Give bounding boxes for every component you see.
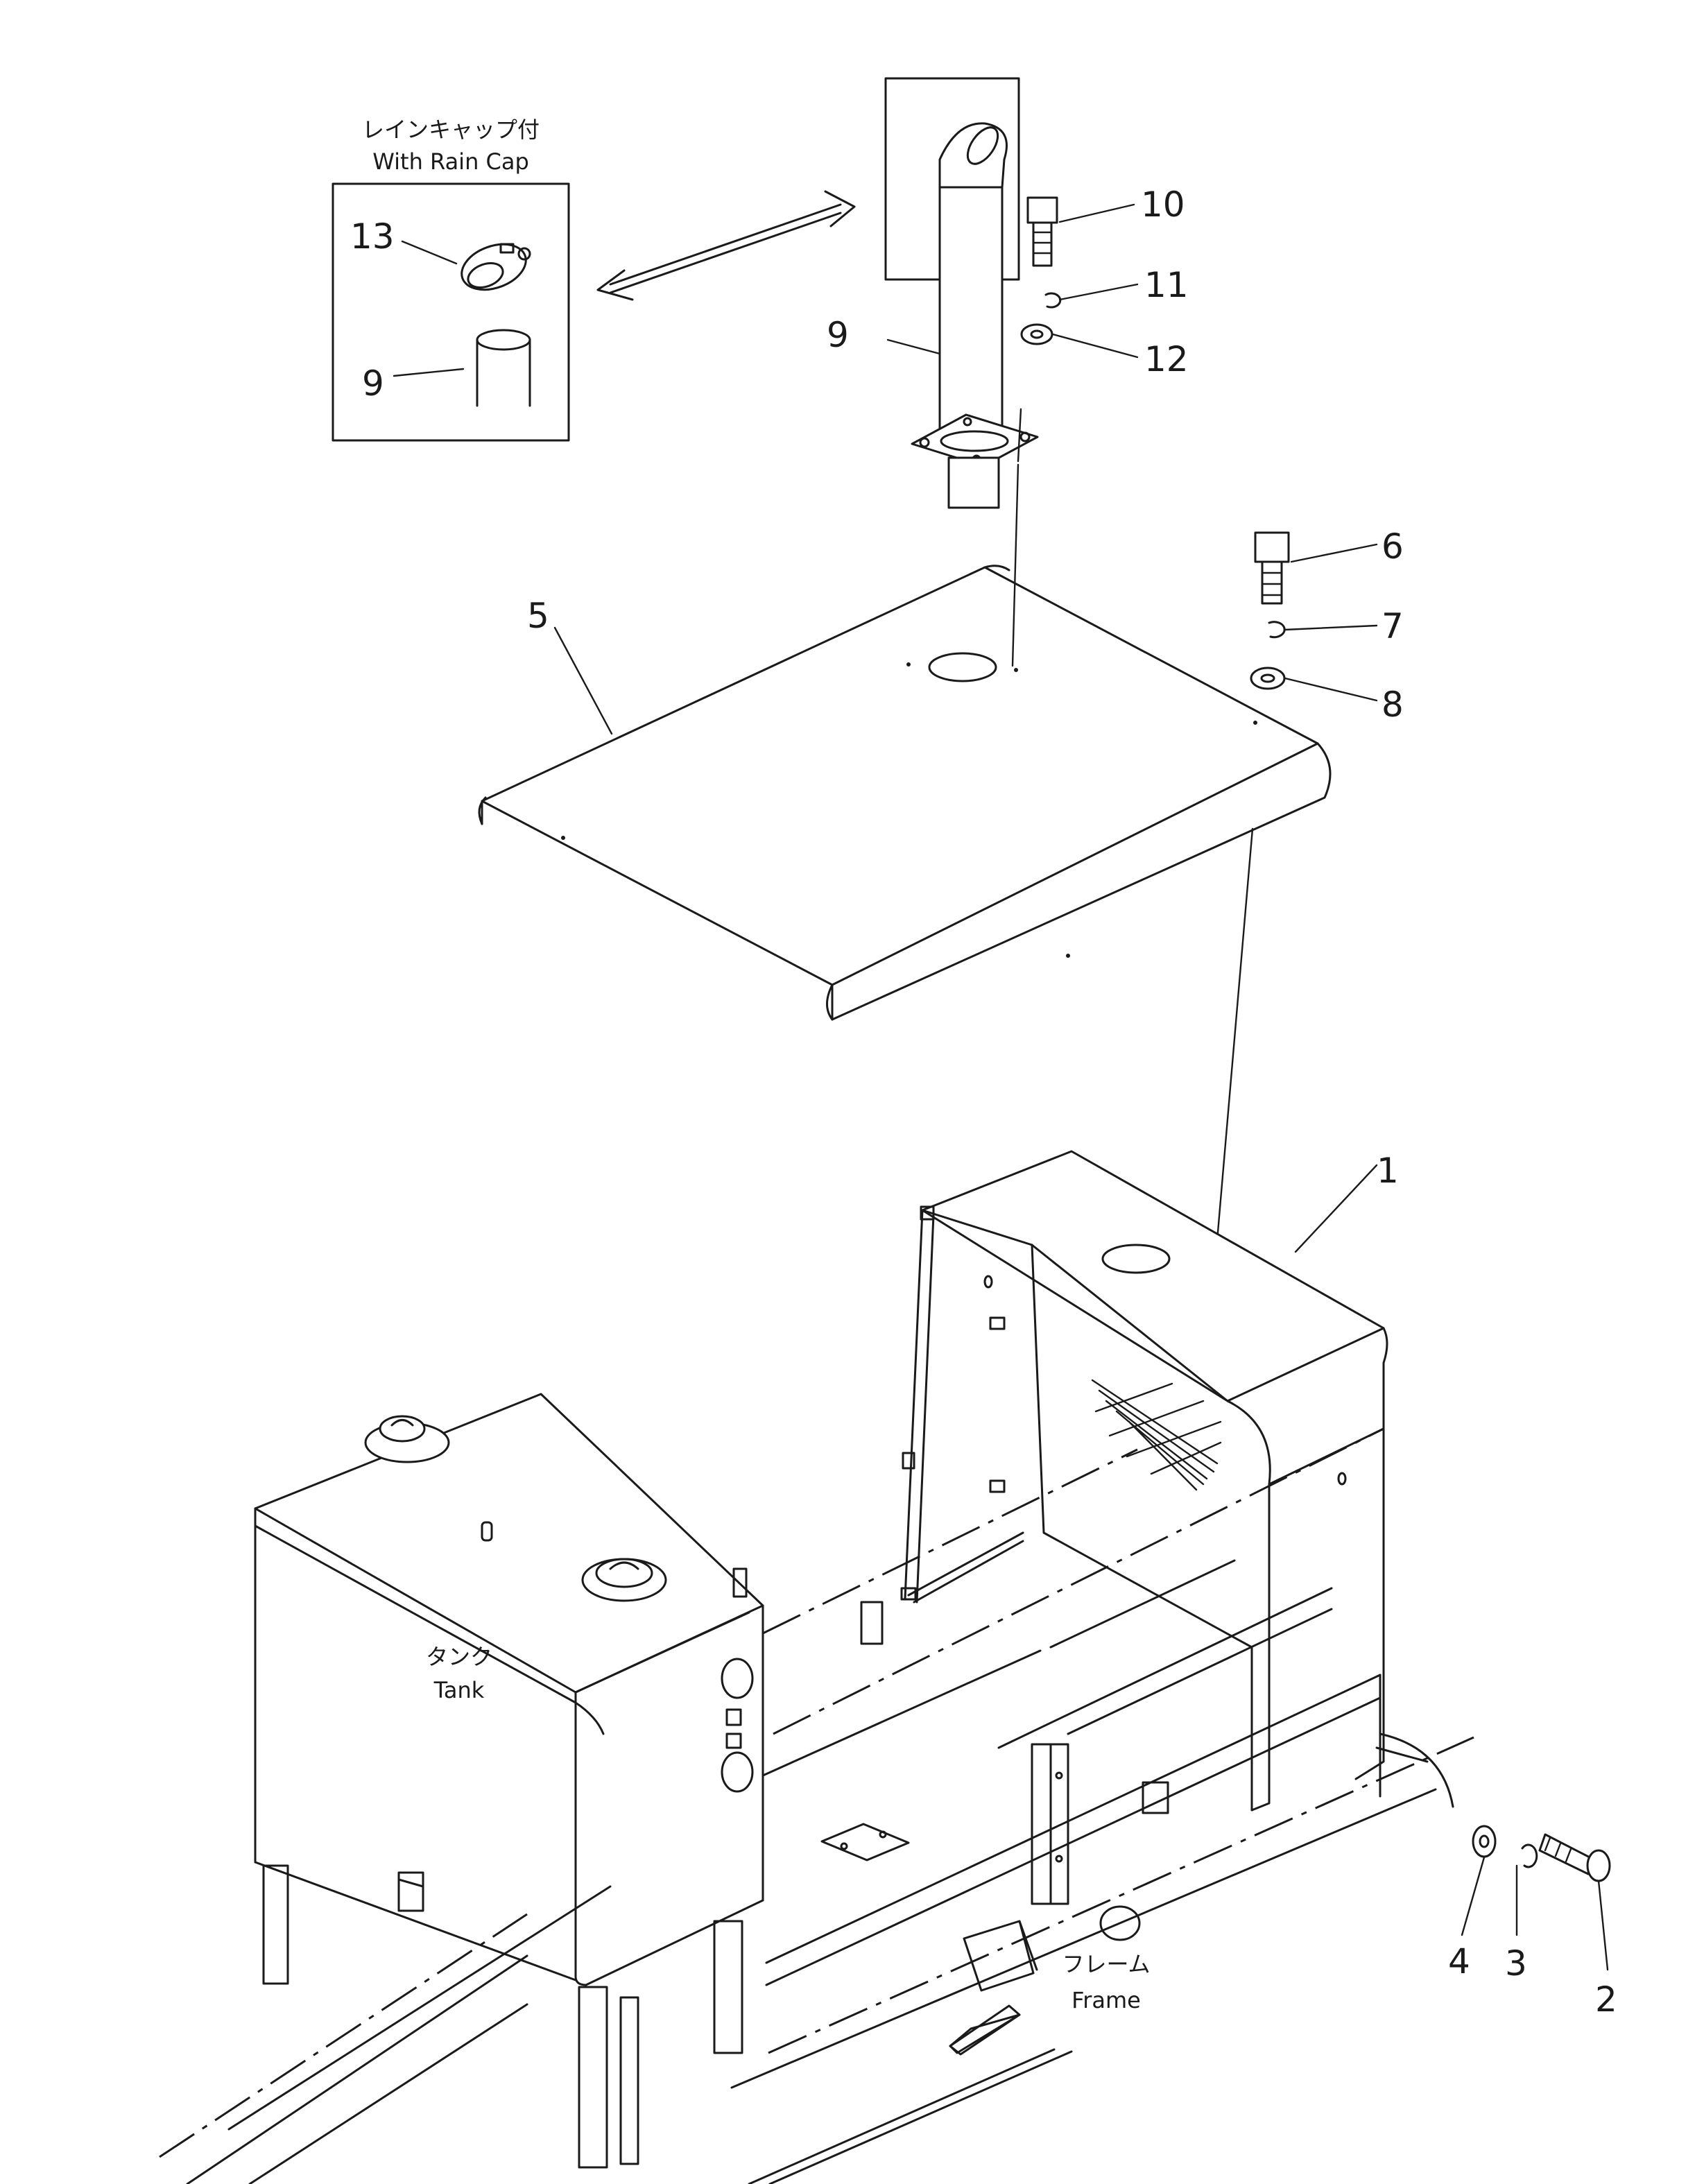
callout-numbers: 1 2 3 4 5 6 7 8 9 9 10 11 12 13 <box>350 184 1617 2020</box>
rain-cap-inset: レインキャップ付 With Rain Cap <box>332 117 570 442</box>
callout-6: 6 <box>1382 526 1404 567</box>
callout-9-main: 9 <box>827 315 849 355</box>
shroud-part <box>900 1150 1388 1812</box>
grille-mesh <box>1091 1379 1222 1491</box>
callout-3: 3 <box>1505 1943 1527 1984</box>
callout-10: 10 <box>1141 184 1185 225</box>
callout-9-inset: 9 <box>362 363 384 404</box>
callout-7: 7 <box>1382 606 1404 646</box>
inset-title-jp: レインキャップ付 <box>362 117 540 143</box>
washer-11-part <box>1044 283 1139 309</box>
callout-8: 8 <box>1382 685 1404 725</box>
bolt-10-part <box>1026 196 1135 267</box>
breather-cap <box>581 1558 667 1602</box>
washer-7-part <box>1268 621 1378 639</box>
callout-13: 13 <box>350 216 395 257</box>
interchange-arrow <box>596 190 856 301</box>
tank-label-en: Tank <box>433 1677 485 1703</box>
pipe-stub-inset <box>476 329 531 407</box>
washer-3-part <box>1515 1843 1538 1936</box>
filler-cap <box>364 1415 450 1463</box>
tank-part: タンク Tank <box>254 1393 764 2169</box>
cover-plate-part <box>478 408 1332 1323</box>
exhaust-pipe-part <box>884 77 1039 509</box>
callout-1: 1 <box>1377 1151 1399 1191</box>
callout-5: 5 <box>527 596 549 636</box>
callout-4: 4 <box>1448 1941 1470 1981</box>
bolt-6-part <box>1254 531 1378 605</box>
callout-2: 2 <box>1595 1979 1617 2020</box>
tank-label-jp: タンク <box>426 1644 492 1670</box>
rain-cap-part <box>461 243 531 291</box>
washer-12-part <box>1020 323 1139 359</box>
callout-12: 12 <box>1144 339 1189 379</box>
washer-4-part <box>1461 1825 1497 1936</box>
callout-11: 11 <box>1144 265 1189 305</box>
frame-part <box>159 1427 1474 2184</box>
inset-title-en: With Rain Cap <box>372 148 529 175</box>
frame-label-en: Frame <box>1072 1987 1141 2013</box>
bolt-2-part <box>1538 1833 1611 1971</box>
frame-label-jp: フレーム <box>1062 1951 1150 1977</box>
washer-8-part <box>1250 667 1378 702</box>
